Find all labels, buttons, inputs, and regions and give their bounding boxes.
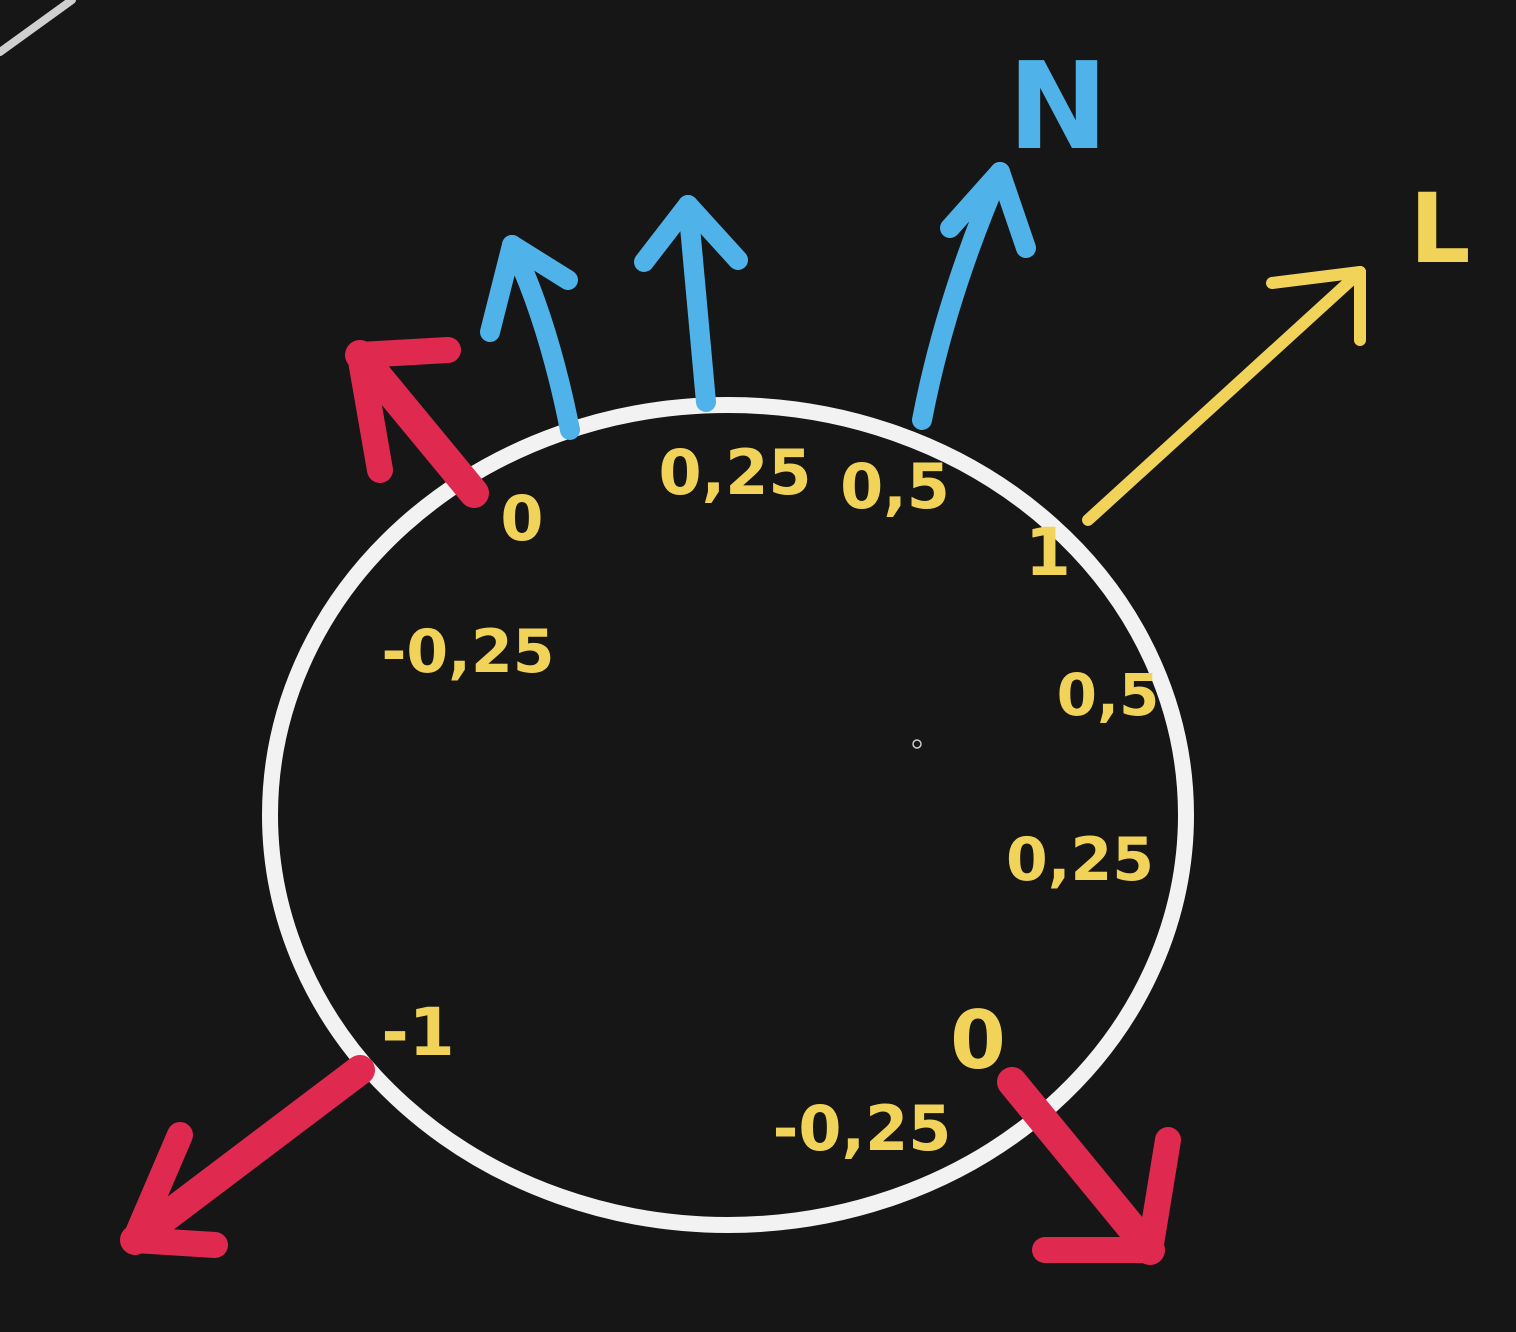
red-arrow-bottom-left xyxy=(120,1055,375,1258)
value-right-quarter: 0,25 xyxy=(1006,825,1154,895)
normal-label: N xyxy=(1008,38,1108,177)
light-label: L xyxy=(1409,173,1470,285)
value-top-quarter: 0,25 xyxy=(659,436,812,509)
value-top-half: 0,5 xyxy=(840,450,950,523)
value-top-left-zero: 0 xyxy=(500,482,543,555)
value-bottom-left-neg-one: -1 xyxy=(381,994,454,1071)
light-arrow xyxy=(1082,266,1366,526)
value-left-neg-quarter: -0,25 xyxy=(382,617,555,687)
normal-arrow-1 xyxy=(480,235,580,440)
red-arrow-top-left xyxy=(345,337,489,508)
value-bottom-right-zero: 0 xyxy=(950,994,1006,1087)
normal-arrow-3 xyxy=(912,162,1036,430)
surface-circle xyxy=(262,397,1194,1233)
normal-arrow-2 xyxy=(634,195,748,412)
value-right-half: 0,5 xyxy=(1057,661,1160,729)
center-marker xyxy=(912,739,922,749)
red-arrow-bottom-right xyxy=(997,1067,1181,1265)
value-top-right-one: 1 xyxy=(1025,514,1071,591)
value-bottom-neg-quarter: -0,25 xyxy=(773,1092,952,1165)
corner-line xyxy=(0,0,76,56)
